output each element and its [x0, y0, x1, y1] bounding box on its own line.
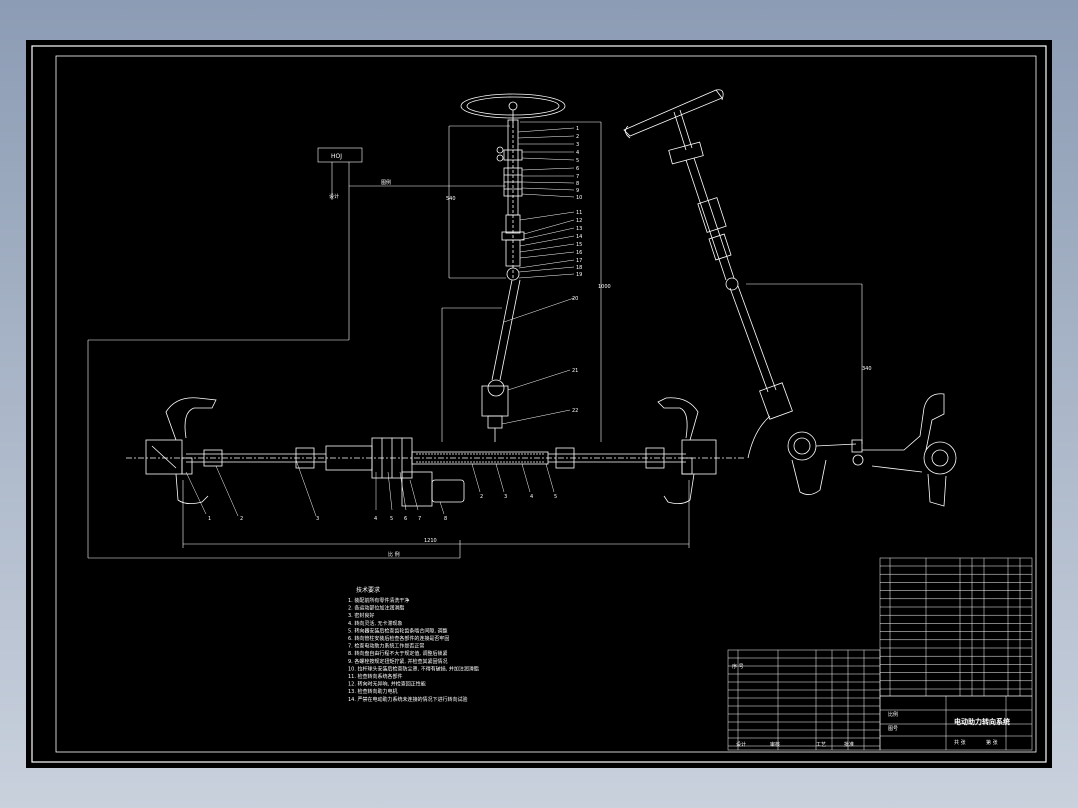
side-label: 设计 — [329, 193, 339, 200]
note-line: 6. 转向管柱安装后检查各部件的连接是否牢固 — [348, 635, 449, 642]
outer-frame — [31, 45, 1047, 763]
note-line: 11. 检查转向系统各部件 — [348, 673, 403, 680]
note-line: 14. 严禁在电动助力系统未连接的情况下进行转向试验 — [348, 696, 468, 703]
dim-width: 1210 — [424, 538, 437, 544]
bottom-part-number: 4 — [374, 516, 377, 522]
column-part-number: 9 — [576, 188, 579, 194]
column-part-number: 4 — [576, 150, 579, 156]
column-part-number: 19 — [576, 272, 582, 278]
note-line: 10. 拉杆球头安装后检查防尘罩, 不得有破损, 并加注润滑脂 — [348, 665, 479, 672]
title-block — [727, 557, 1033, 751]
dimension-frames — [87, 121, 863, 559]
rack-part-number: 4 — [530, 494, 533, 500]
center-label: 图例 — [381, 179, 391, 186]
column-part-number: 3 — [576, 142, 579, 148]
column-part-number: 21 — [572, 368, 578, 374]
column-part-number: 7 — [576, 174, 579, 180]
note-line: 1. 装配前所有零件清洗干净 — [348, 597, 409, 604]
drawing-name: 电动助力转向系统 — [954, 717, 1010, 726]
column-part-number: 8 — [576, 181, 579, 187]
column-label-b: 序 号 — [732, 663, 744, 670]
bottom-part-number: 5 — [390, 516, 393, 522]
column-label-a: 比 例 — [388, 551, 400, 558]
rack-part-number: 5 — [554, 494, 557, 500]
title-block-text: 电动助力转向系统 设计 审核 工艺 批准 比例 图号 共 张 第 张 序 号 — [732, 663, 1010, 748]
column-part-number: 16 — [576, 250, 582, 256]
tb-label-check: 审核 — [770, 741, 780, 748]
column-part-number: 17 — [576, 258, 582, 264]
note-line: 2. 各运动部位加注润滑脂 — [348, 605, 404, 612]
column-leaders — [501, 127, 575, 425]
rack-housing — [411, 451, 549, 465]
note-line: 13. 检查转向助力电机 — [348, 688, 398, 695]
tb-label-approve: 批准 — [844, 741, 854, 748]
column-part-number: 13 — [576, 226, 582, 232]
note-line: 3. 密封良好 — [348, 612, 374, 619]
steering-rack-assembly — [126, 397, 746, 507]
column-part-number: 20 — [572, 296, 578, 302]
inner-frame — [55, 55, 1037, 753]
column-part-number: 18 — [576, 265, 582, 271]
column-part-number: 22 — [572, 408, 578, 414]
note-line: 7. 检查电动助力系统工作是否正常 — [348, 643, 424, 650]
tb-label-number: 图号 — [888, 726, 898, 732]
note-line: 12. 转向时无异响, 并检查回正性能 — [348, 681, 426, 688]
steering-column-front — [460, 93, 566, 442]
bottom-part-number: 7 — [418, 516, 421, 522]
rack-part-numbers: 2 3 4 5 — [480, 494, 557, 500]
column-part-number: 10 — [576, 195, 582, 201]
column-part-number: 11 — [576, 210, 582, 216]
column-part-number: 12 — [576, 218, 582, 224]
steering-side-view — [623, 89, 957, 507]
rack-part-number: 3 — [504, 494, 507, 500]
bottom-part-number: 8 — [444, 516, 447, 522]
column-part-number: 5 — [576, 158, 579, 164]
column-part-number: 2 — [576, 134, 579, 140]
bottom-part-number: 3 — [316, 516, 319, 522]
note-line: 4. 转向灵活, 无卡滞现象 — [348, 620, 403, 627]
tb-label-scale: 比例 — [888, 711, 898, 718]
note-line: 8. 转向盘自由行程不大于规定值, 调整后锁紧 — [348, 650, 448, 657]
steering-wheel-side — [623, 89, 723, 137]
bottom-part-number: 1 — [208, 516, 211, 522]
column-part-number: 6 — [576, 166, 579, 172]
column-part-number: 15 — [576, 242, 582, 248]
tb-label-design: 设计 — [736, 741, 746, 748]
callout-box-label: HOJ — [331, 153, 342, 160]
column-part-number: 1 — [576, 126, 579, 132]
bottom-part-number: 2 — [240, 516, 243, 522]
tb-label-craft: 工艺 — [816, 742, 826, 748]
notes-title: 技术要求 — [356, 586, 380, 594]
tb-label-sheet: 第 张 — [986, 739, 998, 746]
dim-right: 340 — [862, 366, 872, 372]
dim-height: 1000 — [598, 284, 611, 290]
right-knuckle — [657, 397, 717, 504]
dim-column: 540 — [446, 196, 456, 202]
left-knuckle — [145, 397, 217, 504]
bottom-part-numbers: 1 2 3 4 5 6 7 8 — [208, 516, 447, 522]
rack-part-number: 2 — [480, 494, 483, 500]
bottom-part-number: 6 — [404, 516, 407, 522]
note-line: 5. 转向器安装后检查齿轮齿条啮合间隙, 调整 — [348, 627, 448, 634]
bottom-leaders — [185, 459, 555, 517]
column-part-number: 14 — [576, 234, 582, 240]
electric-motor — [431, 479, 465, 503]
tb-label-sheets: 共 张 — [954, 739, 966, 746]
note-line: 9. 各螺栓按规定扭矩拧紧, 并检查其紧固情况 — [348, 658, 448, 665]
